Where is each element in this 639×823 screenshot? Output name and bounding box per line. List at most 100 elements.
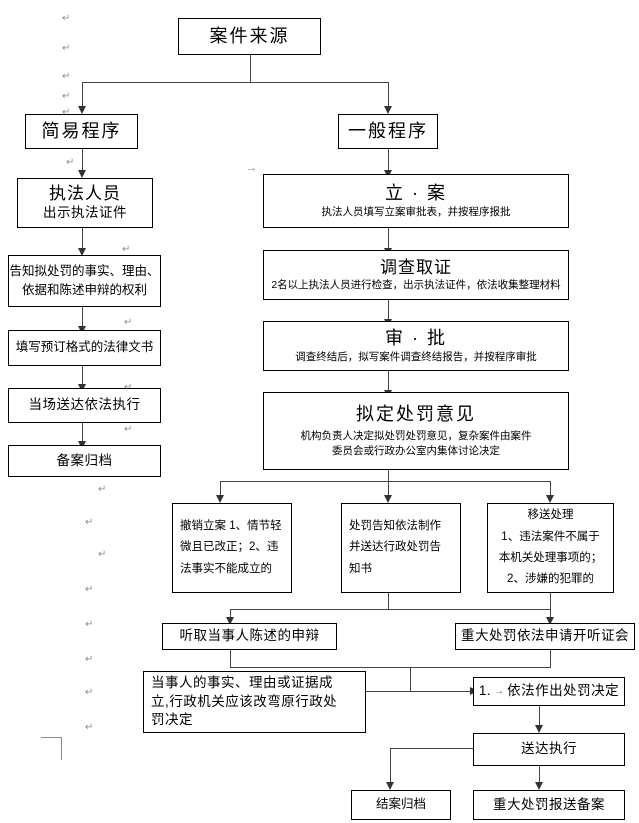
node-draft-penalty-opinion-title: 拟定处罚意见 [356, 404, 476, 425]
node-hear-statement-title: 听取当事人陈述的申辩 [179, 628, 320, 644]
paragraph-mark: ↵ [122, 244, 131, 255]
node-revoke-case-line3: 法事实不能成立的 [180, 562, 272, 575]
arrow-to-revoke [215, 495, 224, 503]
paragraph-mark: ↵ [62, 71, 71, 82]
connector-filing-investigation [388, 228, 389, 250]
arrow-to-transfer [545, 495, 554, 503]
paragraph-mark: ↵ [85, 687, 94, 698]
node-close-archive[interactable]: 结案归档 [351, 790, 451, 820]
node-simple-procedure-title: 简易程序 [41, 121, 122, 142]
node-approval[interactable]: 审 · 批 调查终结后，拟写案件调查终结报告，并按程序审批 [263, 321, 569, 371]
node-major-hearing[interactable]: 重大处罚依法申请开听证会 [455, 623, 635, 650]
node-transfer-handling-line3: 本机关处理事项的； [498, 552, 603, 564]
connector-onsite-archive [82, 422, 83, 443]
node-hear-statement[interactable]: 听取当事人陈述的申辩 [162, 623, 337, 650]
arrow-to-notice [383, 495, 392, 503]
node-transfer-handling-line4: 2、涉嫌的犯罪的 [507, 573, 594, 586]
node-case-filing-title: 立 · 案 [385, 183, 447, 204]
node-revoke-case-line1: 撤销立案 1、情节轻 [180, 520, 282, 533]
node-major-penalty-record-title: 重大处罚报送备案 [493, 796, 605, 812]
paragraph-mark: ↵ [85, 654, 94, 665]
connector-to-party-claim [366, 691, 412, 692]
node-enforcement-officer[interactable]: 执法人员 出示执法证件 [17, 178, 153, 228]
arrow-simple-officer [77, 170, 86, 178]
node-penalty-notice[interactable]: 处罚告知依法制作 并送达行政处罚告 知书 [341, 503, 461, 593]
connector-to-revoke [220, 481, 221, 497]
connector-deliver-record [539, 766, 540, 784]
node-penalty-notice-line3: 知书 [349, 562, 372, 575]
node-approval-sub: 调查终结后，拟写案件调查终结报告，并按程序审批 [295, 350, 537, 363]
paragraph-mark: ↵ [62, 107, 71, 118]
paragraph-mark: ↵ [66, 125, 75, 136]
connector-bus-row3 [230, 667, 550, 668]
node-transfer-handling-line2: 1、违法案件不属于 [501, 530, 600, 543]
node-enforcement-officer-title: 执法人员 [49, 183, 121, 203]
paragraph-mark: ↵ [85, 722, 94, 733]
connector-source-down [250, 54, 251, 83]
arrow-officer-inform [77, 248, 86, 256]
connector-officer-inform [82, 228, 83, 250]
node-simple-procedure[interactable]: 简易程序 [25, 114, 138, 149]
paragraph-mark: ↵ [66, 157, 75, 168]
connector-notice-down [388, 593, 389, 610]
node-case-filing-sub: 执法人员填写立案审批表，并按程序报批 [321, 205, 511, 218]
paragraph-mark: ↵ [62, 43, 71, 54]
connector-source-split [82, 82, 388, 83]
node-transfer-handling-line1: 移送处理 [527, 509, 574, 522]
node-draft-penalty-opinion-sub1: 机构负责人决定拟处罚处罚意见，复杂案件由案件 [300, 429, 532, 442]
node-fill-documents-title: 填写预订格式的法律文书 [15, 340, 154, 355]
node-case-filing[interactable]: 立 · 案 执法人员填写立案审批表，并按程序报批 [263, 174, 569, 228]
paragraph-mark: ↵ [124, 317, 133, 328]
paragraph-mark: ↵ [85, 619, 94, 630]
paragraph-mark: ↵ [98, 484, 107, 495]
connector-to-hear [230, 609, 231, 619]
arrow-to-major-record [534, 782, 543, 790]
node-draft-penalty-opinion[interactable]: 拟定处罚意见 机构负责人决定拟处罚处罚意见，复杂案件由案件 委员会或行政办公室内… [263, 392, 569, 470]
node-investigation-sub: 2名以上执法人员进行检查，出示执法证件，依法收集整理材料 [271, 279, 561, 292]
node-make-decision-title: 依法作出处罚决定 [507, 683, 620, 699]
node-general-procedure[interactable]: 一般程序 [338, 114, 438, 149]
node-inform-facts-line1: 告知拟处罚的事实、理由、 [9, 263, 160, 278]
node-major-hearing-title: 重大处罚依法申请开听证会 [461, 628, 629, 644]
connector-bus-center-down [410, 667, 411, 692]
node-file-archive[interactable]: 备案归档 [8, 445, 161, 477]
node-case-source[interactable]: 案件来源 [178, 18, 321, 55]
connector-deliver-close [390, 748, 476, 749]
node-fill-documents[interactable]: 填写预订格式的法律文书 [8, 330, 161, 366]
connector-to-transfer [550, 481, 551, 497]
connector-draft-down [388, 470, 389, 482]
connector-hearing-down [550, 650, 551, 668]
node-enforcement-officer-sub: 出示执法证件 [43, 205, 127, 221]
node-party-claim-valid[interactable]: 当事人的事实、理由或证据成 立,行政机关应该改弯原行政处 罚决定 [143, 671, 366, 733]
connector-to-notice [388, 481, 389, 497]
connector-hear-down [230, 650, 231, 668]
node-inform-facts[interactable]: 告知拟处罚的事实、理由、 依据和陈述申辩的权利 [8, 255, 161, 307]
connector-transfer-down [550, 593, 551, 610]
node-onsite-delivery[interactable]: 当场送达依法执行 [8, 388, 161, 423]
arrow-to-close-archive [385, 782, 394, 790]
node-revoke-case[interactable]: 撤销立案 1、情节轻 微且已改正；2、违 法事实不能成立的 [172, 503, 292, 593]
node-deliver-execute[interactable]: 送达执行 [473, 733, 625, 766]
paragraph-mark: ↵ [62, 91, 71, 102]
node-penalty-notice-line1: 处罚告知依法制作 [349, 520, 441, 533]
connector-general-filing [388, 148, 389, 172]
connector-investigation-approval [388, 300, 389, 321]
node-investigation-title: 调查取证 [380, 257, 452, 277]
paragraph-mark: ↵ [98, 549, 107, 560]
node-major-penalty-record[interactable]: 重大处罚报送备案 [473, 790, 625, 820]
node-make-decision[interactable]: 1. → 依法作出处罚决定 [473, 677, 625, 706]
paragraph-mark: ↵ [124, 424, 133, 435]
page-corner-mark [41, 737, 62, 760]
connector-to-simple [82, 82, 83, 108]
node-transfer-handling[interactable]: 移送处理 1、违法案件不属于 本机关处理事项的； 2、涉嫌的犯罪的 [487, 503, 614, 593]
connector-close-down [390, 748, 391, 784]
connector-to-general [388, 82, 389, 108]
node-party-claim-valid-line2: 立,行政机关应该改弯原行政处 [151, 693, 338, 709]
paragraph-mark: ↵ [124, 382, 133, 393]
paragraph-mark: ↵ [62, 13, 71, 24]
node-investigation[interactable]: 调查取证 2名以上执法人员进行检查，出示执法证件，依法收集整理材料 [263, 250, 569, 300]
arrow-to-major-hearing [545, 617, 554, 625]
connector-inform-fill [82, 307, 83, 328]
node-revoke-case-line2: 微且已改正；2、违 [180, 541, 279, 554]
